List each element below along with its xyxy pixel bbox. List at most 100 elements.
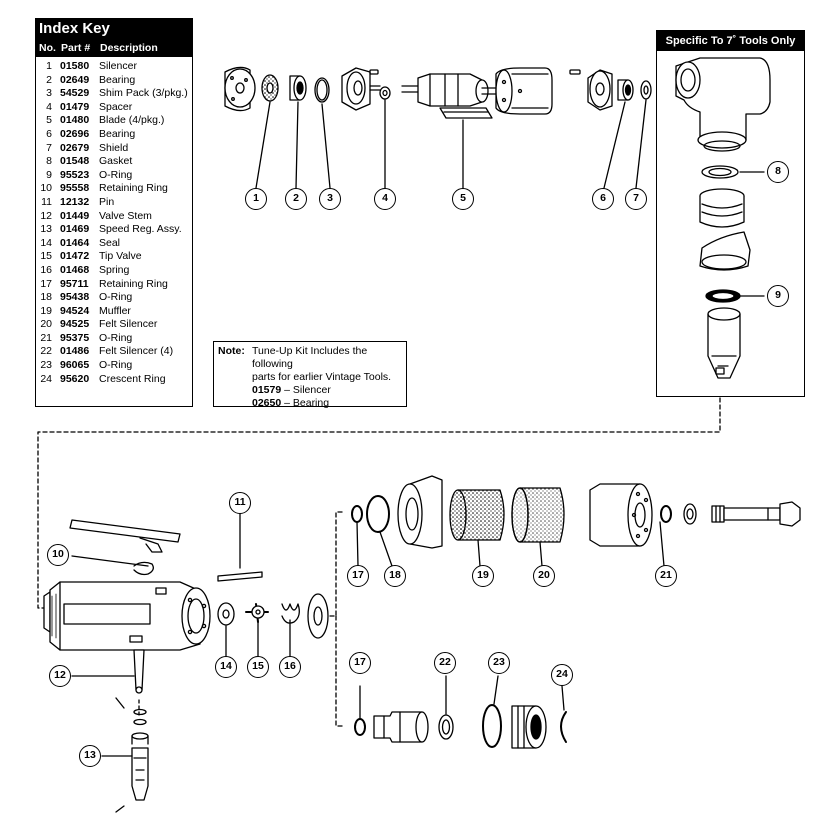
- felt-silencer-20-part: [511, 487, 565, 543]
- index-key-no: 11: [41, 195, 52, 208]
- exhaust-tube-part: [373, 711, 429, 743]
- index-key-desc: O-Ring: [99, 331, 133, 344]
- index-key-no: 12: [40, 209, 52, 222]
- o-ring-21-part: [660, 505, 672, 523]
- callout-7: 7: [625, 188, 647, 210]
- index-key-desc: Bearing: [99, 127, 136, 140]
- index-key-desc: O-Ring: [99, 168, 133, 181]
- callout-4: 4: [374, 188, 396, 210]
- index-key-desc: Seal: [99, 236, 121, 249]
- index-key-row: 19 94524 Muffler: [36, 305, 192, 319]
- index-key-desc: Muffler: [99, 304, 131, 317]
- shim-pack-part: [314, 77, 330, 103]
- index-key-desc: Retaining Ring: [99, 277, 168, 290]
- index-key-desc: Felt Silencer (4): [99, 345, 174, 358]
- index-key-row: 10 95558 Retaining Ring: [36, 182, 192, 196]
- index-key-no: 1: [46, 60, 52, 72]
- index-key-no: 19: [40, 304, 52, 317]
- index-key-part: 01548: [60, 155, 90, 168]
- note-item-2-part: 02650: [252, 397, 282, 409]
- callout-8: 8: [767, 161, 789, 183]
- index-key-desc: Retaining Ring: [99, 182, 168, 195]
- retaining-ring-17b-part: [354, 718, 366, 736]
- note-item-2-desc: – Bearing: [284, 397, 330, 409]
- index-key-desc: Crescent Ring: [99, 372, 166, 385]
- muffler-19-part: [449, 489, 505, 541]
- index-key-part: 95620: [60, 372, 90, 385]
- silencer-part: [224, 66, 256, 112]
- index-key-part: 12132: [60, 195, 90, 208]
- exhaust-cap-part: [397, 475, 443, 549]
- note-label: Note:: [218, 345, 245, 357]
- index-key-desc: Gasket: [99, 155, 133, 168]
- end-plate-part: [341, 67, 381, 111]
- index-key-part: 95523: [60, 168, 90, 181]
- index-key-part: 01468: [60, 263, 90, 276]
- index-key-no: 18: [40, 291, 52, 304]
- index-key-part: 95438: [60, 291, 90, 304]
- rear-end-plate-part: [587, 69, 613, 111]
- inlet-bushing-part: [711, 501, 801, 527]
- callout-9: 9: [767, 285, 789, 307]
- index-key-part: 94524: [60, 304, 90, 317]
- angle-head-part: [675, 57, 771, 152]
- index-key-row: 18 95438 O-Ring: [36, 291, 192, 305]
- shield-part: [640, 80, 652, 100]
- index-key-no: 24: [40, 372, 52, 385]
- index-key-no: 10: [40, 182, 52, 195]
- spring-16-part: [281, 603, 300, 624]
- index-key-desc: Speed Reg. Assy.: [99, 223, 182, 236]
- callout-20: 20: [533, 565, 555, 587]
- index-key-no: 23: [40, 359, 52, 372]
- index-key-part: 01464: [60, 236, 90, 249]
- index-key-part: 02679: [60, 141, 90, 154]
- index-key-part: 01469: [60, 223, 90, 236]
- index-key-part: 95711: [60, 277, 89, 290]
- callout-10: 10: [47, 544, 69, 566]
- index-key-desc: Tip Valve: [99, 250, 142, 263]
- callout-5: 5: [452, 188, 474, 210]
- index-key-desc: O-Ring: [99, 291, 133, 304]
- cylinder-part: [495, 67, 581, 115]
- index-key-part: 02696: [60, 127, 90, 140]
- index-key-desc: Spring: [99, 263, 130, 276]
- bearing-housing-part: [699, 188, 745, 228]
- blade-part: [439, 107, 493, 119]
- index-key-no: 21: [40, 331, 52, 344]
- callout-6: 6: [592, 188, 614, 210]
- tip-valve-15-part: [245, 603, 269, 623]
- note-item-1-desc: – Silencer: [284, 384, 331, 396]
- index-key-row: 9 95523 O-Ring: [36, 169, 192, 183]
- inlet-washer-part: [683, 503, 697, 525]
- index-key-part: 02649: [60, 73, 90, 86]
- callout-16: 16: [279, 656, 301, 678]
- note-line-1: Tune-Up Kit Includes the following: [252, 345, 368, 370]
- index-key-part: 95375: [60, 331, 90, 344]
- index-key-part: 01486: [60, 345, 90, 358]
- bevel-gear-part: [699, 231, 751, 271]
- index-key-no: 5: [46, 114, 52, 127]
- spindle-part: [707, 307, 741, 379]
- tune-up-note: Note:Tune-Up Kit Includes the following …: [213, 341, 407, 409]
- speed-reg-assy-part: [131, 708, 149, 801]
- index-key-desc: Spacer: [99, 100, 133, 113]
- seven-degree-tools-box: Specific To 7˚ Tools Only: [656, 30, 805, 397]
- retaining-ring-17a-part: [351, 505, 363, 523]
- index-key-no: 2: [46, 73, 52, 86]
- index-key-no: 16: [40, 263, 52, 276]
- spacer-part: [379, 86, 391, 100]
- index-key-no: 9: [46, 168, 52, 181]
- felt-silencer-22-part: [438, 714, 454, 740]
- index-key-part: 95558: [60, 182, 90, 195]
- o-ring-23-part: [482, 704, 502, 748]
